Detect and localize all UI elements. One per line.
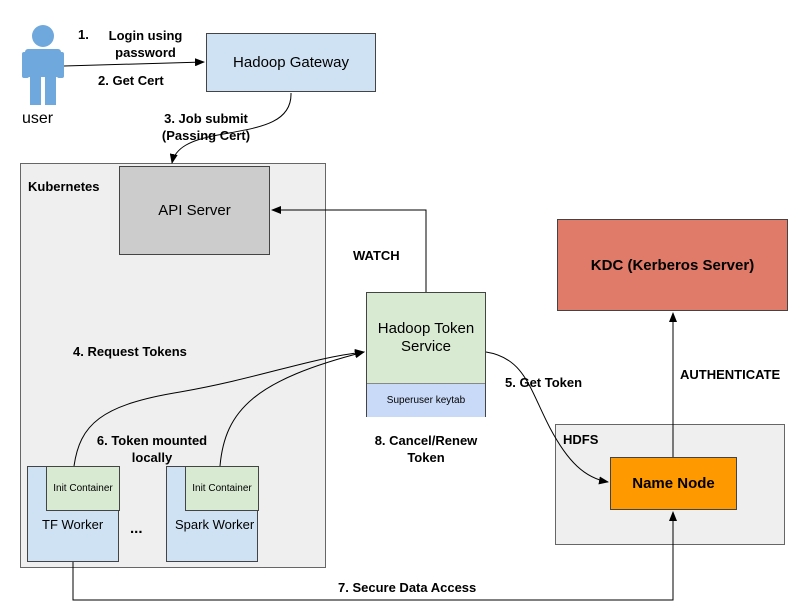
step8-label: 8. Cancel/Renew Token xyxy=(374,433,478,465)
api-server-box[interactable]: API Server xyxy=(119,166,270,255)
name-node-box[interactable]: Name Node xyxy=(610,457,737,510)
hdfs-cluster xyxy=(555,424,785,545)
user-to-gateway-arrow xyxy=(63,58,205,67)
step4-label: 4. Request Tokens xyxy=(73,344,187,359)
tf-worker-box[interactable]: Init Container TF Worker xyxy=(27,466,120,562)
worker-ellipsis: ... xyxy=(130,520,143,537)
tf-init-container: Init Container xyxy=(46,466,120,511)
hadoop-token-service-label: Hadoop Token Service xyxy=(377,320,475,355)
user-label: user xyxy=(22,110,54,127)
step3-label: 3. Job submit (Passing Cert) xyxy=(161,111,251,143)
watch-label: WATCH xyxy=(353,248,400,263)
hadoop-gateway-box[interactable]: Hadoop Gateway xyxy=(206,33,376,92)
user-icon xyxy=(22,25,64,105)
secure-data-access-arrow xyxy=(72,511,677,601)
tf-worker-label: TF Worker xyxy=(42,517,104,532)
spark-worker-label: Spark Worker xyxy=(175,517,255,532)
hadoop-token-service-box[interactable]: Hadoop Token Service Superuser keytab xyxy=(366,292,486,417)
kubernetes-title: Kubernetes xyxy=(28,179,100,194)
step2-label: 2. Get Cert xyxy=(98,73,164,88)
tf-request-token-arrow xyxy=(73,349,365,467)
step1-label: Login using password xyxy=(108,28,183,60)
hdfs-title: HDFS xyxy=(563,432,599,447)
spark-init-container: Init Container xyxy=(185,466,259,511)
spark-request-token-arrow xyxy=(219,350,365,467)
kdc-box[interactable]: KDC (Kerberos Server) xyxy=(557,219,788,311)
watch-arrow xyxy=(271,206,427,292)
superuser-keytab: Superuser keytab xyxy=(367,383,485,417)
name-node-label: Name Node xyxy=(632,475,715,492)
kdc-label: KDC (Kerberos Server) xyxy=(590,256,755,274)
spark-worker-box[interactable]: Init Container Spark Worker xyxy=(166,466,259,562)
hadoop-gateway-label: Hadoop Gateway xyxy=(233,54,349,71)
step7-label: 7. Secure Data Access xyxy=(338,580,477,595)
authenticate-label: AUTHENTICATE xyxy=(680,367,781,382)
step1-number: 1. xyxy=(78,27,89,42)
gateway-to-api-arrow xyxy=(169,92,292,164)
api-server-label: API Server xyxy=(158,202,231,219)
step6-label: 6. Token mounted locally xyxy=(96,433,208,465)
step5-label: 5. Get Token xyxy=(505,375,583,390)
get-token-arrow xyxy=(485,351,609,485)
